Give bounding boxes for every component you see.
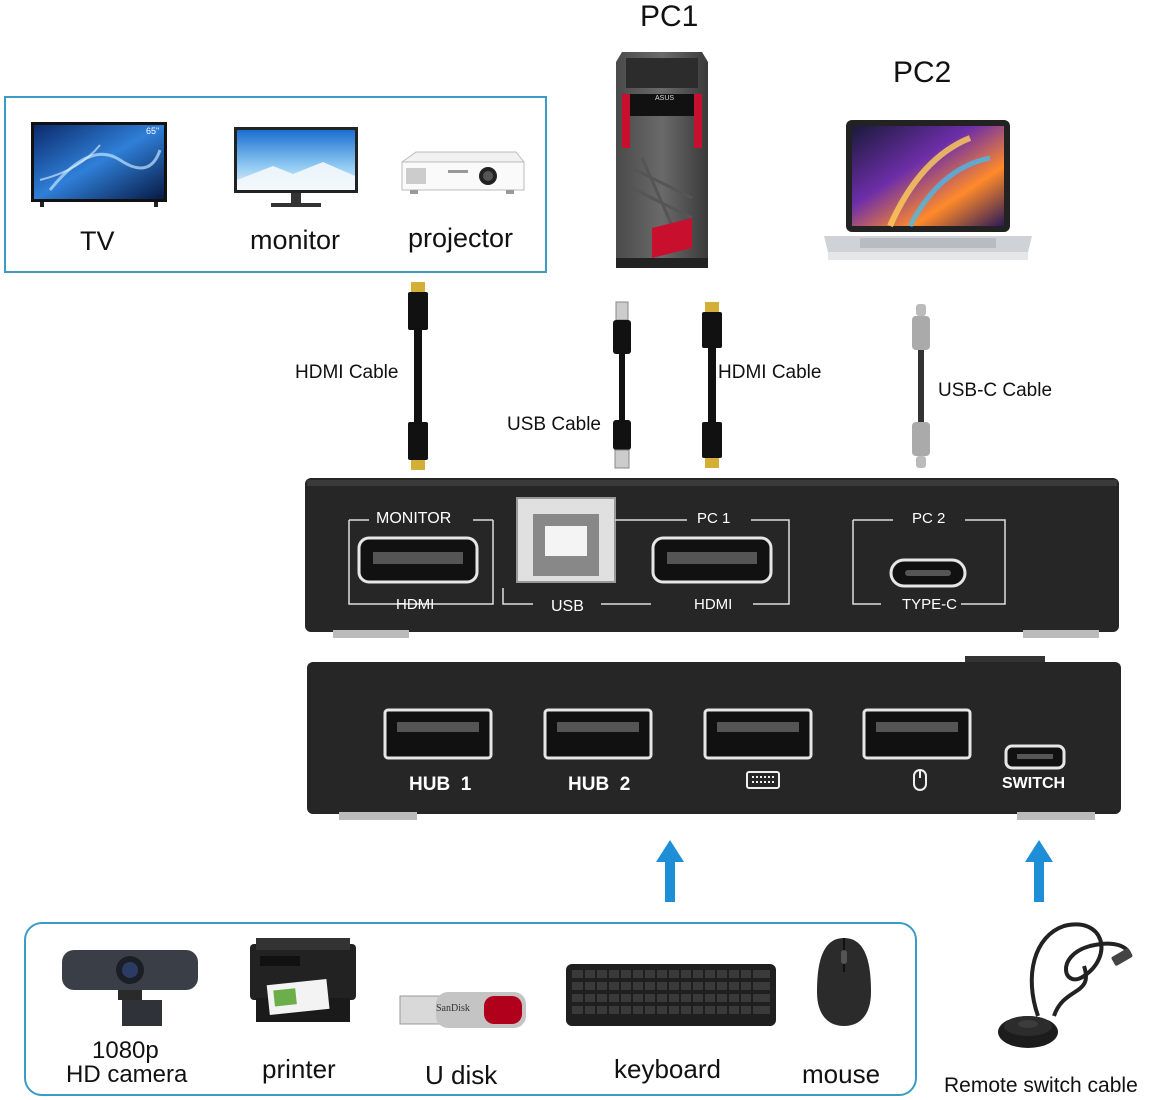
usb-drive-icon [399, 992, 526, 1028]
rear-hub2-label: HUB 2 [568, 774, 631, 795]
pc2-laptop-icon [824, 120, 1032, 260]
hdmi-cable-monitor-label: HDMI Cable [295, 362, 399, 383]
webcam-label-line1: 1080p [92, 1037, 159, 1064]
pc1-tower-icon [616, 52, 708, 268]
keyboard-label: keyboard [614, 1054, 721, 1084]
front-monitor-bottom: HDMI [396, 596, 435, 613]
kvm-front-panel [305, 478, 1119, 638]
printer-label: printer [262, 1054, 336, 1084]
front-pc1-bottom: HDMI [694, 596, 733, 613]
tv-icon [31, 122, 167, 207]
front-pc1-top: PC 1 [697, 510, 731, 527]
webcam-icon [62, 950, 198, 1026]
usb-drive-brand: SanDisk [436, 1003, 470, 1014]
pc1-label: PC1 [640, 0, 699, 33]
usb-cable [613, 301, 631, 469]
pc1-brand: ASUS [655, 95, 675, 102]
front-pc2-bottom: TYPE-C [902, 596, 958, 613]
hdmi-cable-pc1-label: HDMI Cable [718, 362, 822, 383]
peripheral-group-box [24, 922, 917, 1096]
usbc-cable-label: USB-C Cable [938, 380, 1053, 401]
mouse-port-icon [913, 769, 927, 791]
mouse-icon [817, 938, 871, 1026]
arrow-up-icon [656, 840, 684, 902]
kvm-rear-panel [307, 656, 1121, 820]
projector-label: projector [408, 223, 514, 253]
usbc-cable [912, 304, 930, 468]
rear-hub1-label: HUB 1 [409, 774, 472, 795]
pc2-label: PC2 [893, 56, 952, 89]
keyboard-icon [566, 964, 776, 1026]
front-pc2-top: PC 2 [912, 510, 946, 527]
keyboard-port-icon [746, 771, 780, 789]
remote-label: Remote switch cable [944, 1074, 1138, 1097]
webcam-label-line2: HD camera [66, 1061, 188, 1088]
front-monitor-top: MONITOR [376, 510, 452, 527]
rear-switch-label: SWITCH [1002, 775, 1066, 792]
usb-drive-label: U disk [425, 1060, 498, 1090]
tv-badge: 65" [146, 126, 160, 136]
monitor-icon [234, 127, 358, 207]
front-usb-bottom: USB [551, 598, 584, 615]
usb-cable-label: USB Cable [507, 414, 601, 435]
printer-icon [250, 938, 356, 1022]
tv-label: TV [80, 226, 115, 256]
projector-icon [401, 151, 525, 194]
hdmi-cable-monitor [408, 282, 428, 470]
display-group-box [4, 96, 547, 273]
hdmi-cable-pc1 [702, 302, 722, 468]
remote-switch-icon [998, 922, 1133, 1048]
arrow-up-icon-remote [1025, 840, 1053, 902]
monitor-label: monitor [250, 225, 341, 255]
mouse-label: mouse [802, 1059, 881, 1089]
